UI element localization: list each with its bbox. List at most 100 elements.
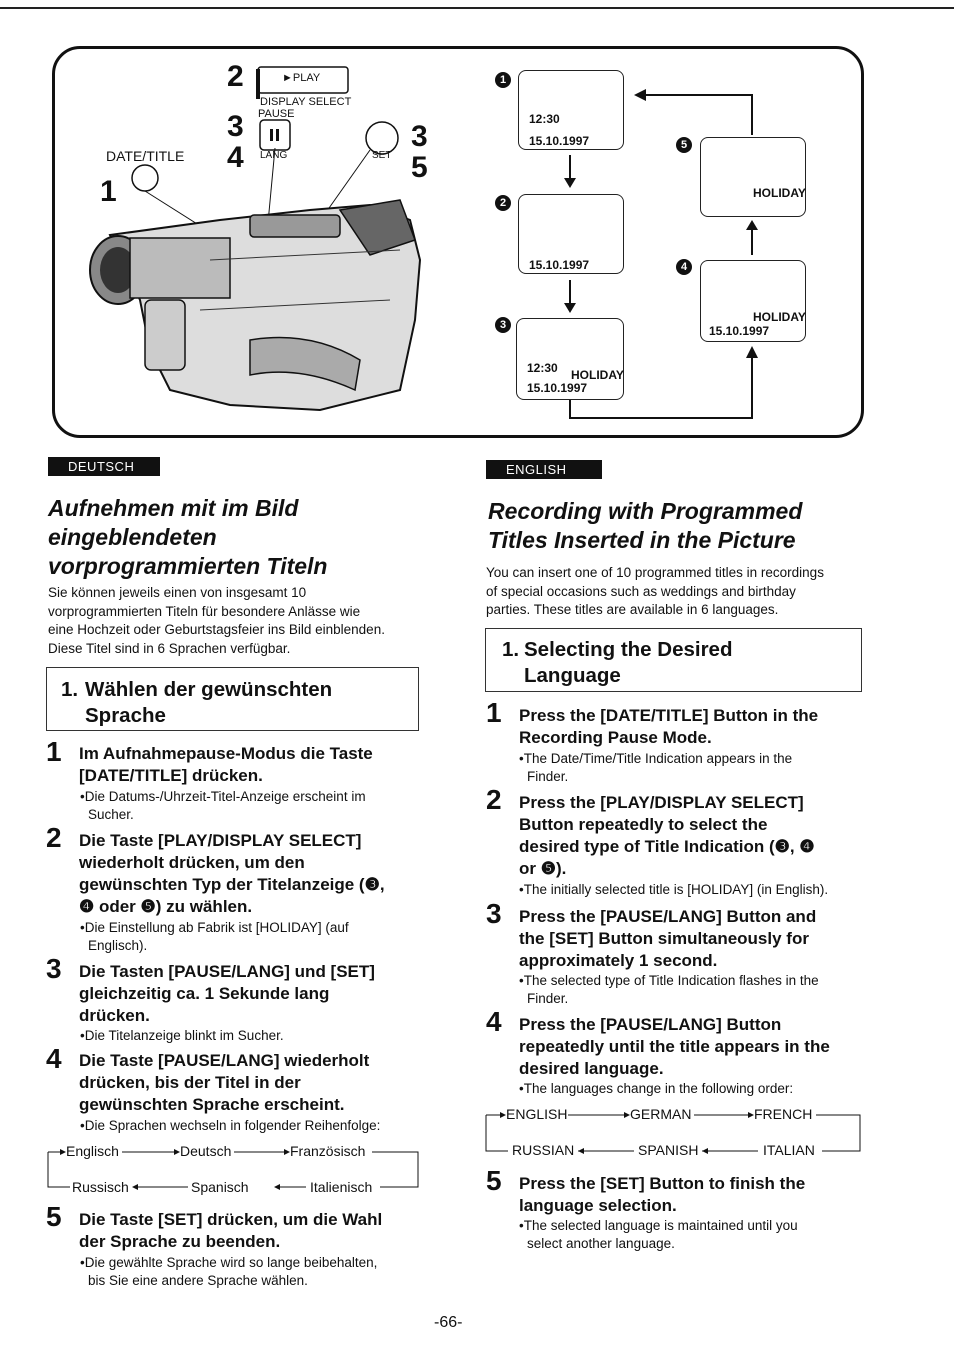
step-note: Die Datums-/Uhrzeit-Titel-Anzeige ersche… <box>80 788 366 824</box>
step-line: ❹ oder ❺) zu wählen. <box>79 897 253 916</box>
step-text: Press the [PLAY/DISPLAY SELECT] Button r… <box>519 792 815 880</box>
marker-1: 1 <box>495 72 511 88</box>
set-label: SET <box>372 150 392 161</box>
step-note: Die Einstellung ab Fabrik ist [HOLIDAY] … <box>80 919 349 955</box>
step-text: Press the [DATE/TITLE] Button in the Rec… <box>519 705 818 749</box>
intro-line: parties. These titles are available in 6… <box>486 602 779 617</box>
screen-4-date: 15.10.1997 <box>709 324 770 338</box>
note-line: select another language. <box>527 1236 675 1251</box>
step-line: Die Taste [PLAY/DISPLAY SELECT] <box>79 831 362 850</box>
flow-item: FRENCH <box>754 1106 813 1122</box>
flow-item: SPANISH <box>638 1142 699 1158</box>
section-number: 1. <box>61 678 79 701</box>
screen-3-date: 15.10.1997 <box>527 381 588 395</box>
step-number: 4 <box>486 1006 502 1037</box>
step-line: Press the [DATE/TITLE] Button in the <box>519 706 819 725</box>
flow-item: Italienisch <box>310 1179 373 1195</box>
step-line: Im Aufnahmepause-Modus die Taste <box>79 744 373 763</box>
section-title-line: Wählen der gewünschten <box>85 678 333 701</box>
flow-item: Russisch <box>72 1179 129 1195</box>
intro-english: You can insert one of 10 programmed titl… <box>486 564 824 620</box>
display-select-label: DISPLAY SELECT <box>260 96 352 108</box>
step-line: Press the [PAUSE/LANG] Button <box>519 1015 782 1034</box>
step-text: Press the [PAUSE/LANG] Button repeatedly… <box>519 1014 830 1080</box>
section-box-english: 1. Selecting the Desired Language <box>485 628 862 692</box>
note-line: Sucher. <box>88 807 134 822</box>
step-line: wiederholt drücken, um den <box>79 853 305 872</box>
title-line: vorprogrammierten Titeln <box>48 553 328 579</box>
intro-deutsch: Sie können jeweils einen von insgesamt 1… <box>48 584 385 658</box>
step-text: Press the [PAUSE/LANG] Button and the [S… <box>519 906 816 972</box>
section-number: 1. <box>502 638 520 661</box>
date-title-label: DATE/TITLE <box>106 148 185 164</box>
flow-item: ENGLISH <box>506 1106 568 1122</box>
screen-5-title: HOLIDAY <box>753 186 806 200</box>
language-tag-deutsch: DEUTSCH <box>48 457 160 476</box>
flow-item: GERMAN <box>630 1106 692 1122</box>
step-line: Press the [PLAY/DISPLAY SELECT] <box>519 793 804 812</box>
step-line: approximately 1 second. <box>519 951 718 970</box>
step-line: Die Tasten [PAUSE/LANG] und [SET] <box>79 962 375 981</box>
section-title-line: Selecting the Desired <box>524 638 733 661</box>
step-line: Die Taste [SET] drücken, um die Wahl <box>79 1210 383 1229</box>
screen-4: HOLIDAY 15.10.1997 <box>700 260 806 342</box>
step-line: drücken, bis der Titel in der <box>79 1073 301 1092</box>
section-box-deutsch: 1. Wählen der gewünschten Sprache <box>46 667 419 731</box>
callout-1: 1 <box>100 175 117 208</box>
title-line: Titles Inserted in the Picture <box>488 527 796 553</box>
step-line: der Sprache zu beenden. <box>79 1232 281 1251</box>
callout-4: 4 <box>227 141 244 174</box>
screen-1-time: 12:30 <box>529 112 560 126</box>
step-line: language selection. <box>519 1196 677 1215</box>
top-rule <box>0 7 954 9</box>
screen-2-date: 15.10.1997 <box>529 258 590 272</box>
screen-2: 15.10.1997 <box>518 194 624 274</box>
step-number: 2 <box>486 784 502 815</box>
intro-line: of special occasions such as weddings an… <box>486 583 796 599</box>
step-line: drücken. <box>79 1006 150 1025</box>
flow-item: Englisch <box>66 1143 119 1159</box>
title-line: Aufnehmen mit im Bild <box>48 495 299 521</box>
intro-line: Sie können jeweils einen von insgesamt 1… <box>48 585 307 600</box>
note-line: Die Einstellung ab Fabrik ist [HOLIDAY] … <box>80 919 349 937</box>
note-line: bis Sie eine andere Sprache wählen. <box>88 1273 308 1288</box>
section-title-line: Sprache <box>85 704 166 727</box>
step-number: 3 <box>46 953 62 984</box>
step-line: gewünschten Sprache erscheint. <box>79 1095 345 1114</box>
note-line: Finder. <box>527 769 569 784</box>
title-deutsch: Aufnehmen mit im Bild eingeblendeten vor… <box>48 494 327 581</box>
step-number: 1 <box>486 697 502 728</box>
step-text: Die Tasten [PAUSE/LANG] und [SET] gleich… <box>79 961 375 1027</box>
page-number: -66- <box>434 1314 463 1331</box>
step-number: 4 <box>46 1043 62 1074</box>
callout-5: 5 <box>411 151 428 184</box>
step-line: Press the [PAUSE/LANG] Button and <box>519 907 817 926</box>
screen-4-title: HOLIDAY <box>753 310 806 324</box>
step-note: Die Titelanzeige blinkt im Sucher. <box>80 1027 284 1045</box>
step-line: desired type of Title Indication (❸, ❹ <box>519 837 815 856</box>
step-note: The Date/Time/Title Indication appears i… <box>519 750 792 786</box>
flow-item: RUSSIAN <box>512 1142 575 1158</box>
step-note: The initially selected title is [HOLIDAY… <box>519 881 828 899</box>
step-line: gleichzeitig ca. 1 Sekunde lang <box>79 984 330 1003</box>
step-line: the [SET] Button simultaneously for <box>519 929 809 948</box>
step-note: Die Sprachen wechseln in folgender Reihe… <box>80 1117 381 1135</box>
section-title-english: Selecting the Desired Language <box>524 637 732 689</box>
flow-item: Spanisch <box>191 1179 249 1195</box>
step-number: 2 <box>46 822 62 853</box>
step-note: The languages change in the following or… <box>519 1080 793 1098</box>
lang-label: LANG <box>260 150 288 161</box>
step-text: Im Aufnahmepause-Modus die Taste [DATE/T… <box>79 743 373 787</box>
note-line: The selected language is maintained unti… <box>519 1217 798 1235</box>
intro-line: eine Hochzeit oder Geburtstagsfeier ins … <box>48 622 385 637</box>
flow-item: Französisch <box>290 1143 366 1159</box>
title-english: Recording with Programmed Titles Inserte… <box>488 497 802 555</box>
step-number: 3 <box>486 898 502 929</box>
note-line: The initially selected title is [HOLIDAY… <box>519 881 828 899</box>
step-line: [DATE/TITLE] drücken. <box>79 766 263 785</box>
callout-3: 3 <box>227 110 244 143</box>
intro-line: Diese Titel sind in 6 Sprachen verfügbar… <box>48 640 291 656</box>
step-text: Die Taste [SET] drücken, um die Wahl der… <box>79 1209 382 1253</box>
pause-label: PAUSE <box>258 108 295 120</box>
title-line: Recording with Programmed <box>488 498 803 524</box>
